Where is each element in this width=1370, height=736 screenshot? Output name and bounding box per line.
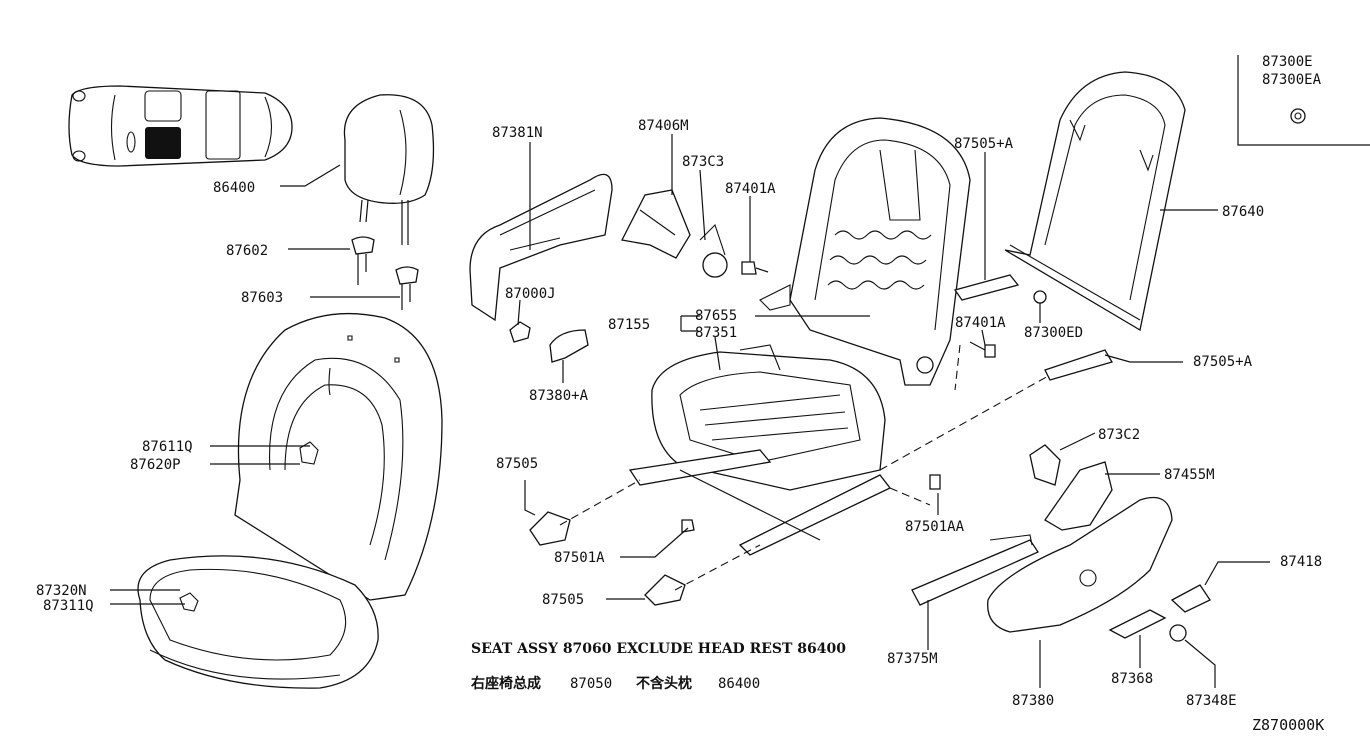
knob-part xyxy=(1108,584,1211,642)
seat-cushion-frame-part xyxy=(651,344,886,491)
inner-finisher-part xyxy=(911,534,1039,606)
seat-side-cover-part xyxy=(987,496,1173,633)
diagram-code: Z870000K xyxy=(1252,716,1324,734)
bolt-part-2 xyxy=(969,341,996,358)
label-87640: 87640 xyxy=(1222,204,1264,220)
bolt-part xyxy=(741,261,769,275)
label-87505-upper: 87505 xyxy=(496,456,538,472)
label-87655: 87655 xyxy=(695,308,737,324)
label-87320n: 87320N xyxy=(36,583,87,599)
recliner-cover-part xyxy=(621,189,691,259)
label-87401a-top: 87401A xyxy=(725,181,776,197)
label-87455m: 87455M xyxy=(1164,467,1215,483)
clip-part xyxy=(509,321,531,343)
seat-assy-note-en: SEAT ASSY 87060 EXCLUDE HEAD REST 86400 xyxy=(471,641,846,657)
label-87155: 87155 xyxy=(608,317,650,333)
label-87602: 87602 xyxy=(226,243,268,259)
label-87381n: 87381N xyxy=(492,125,543,141)
cover-part-873c2 xyxy=(1029,444,1061,486)
label-87300ea: 87300EA xyxy=(1262,72,1322,88)
seat-assy-note-cn-excl: 不含头枕 xyxy=(636,675,692,692)
label-87501aa: 87501AA xyxy=(905,519,965,535)
label-87603: 87603 xyxy=(241,290,283,306)
back-side-cover-part xyxy=(469,173,613,322)
label-87368: 87368 xyxy=(1111,671,1153,687)
label-87505a-top: 87505+A xyxy=(954,136,1014,152)
label-87000j: 87000J xyxy=(505,286,556,302)
label-87300e: 87300E xyxy=(1262,54,1313,70)
label-87505a-right: 87505+A xyxy=(1193,354,1253,370)
label-87375m: 87375M xyxy=(887,651,938,667)
seat-assy-note-cn-num1: 87050 xyxy=(570,676,612,692)
cover-bracket-part xyxy=(549,329,589,363)
label-87351: 87351 xyxy=(695,325,737,341)
label-87348e: 87348E xyxy=(1186,693,1237,709)
label-87611q: 87611Q xyxy=(142,439,193,455)
seat-back-trim-part xyxy=(234,312,443,601)
vehicle-locator-icon xyxy=(68,85,293,167)
leg-cover-parts xyxy=(529,474,941,606)
label-87418: 87418 xyxy=(1280,554,1322,570)
label-87406m: 87406M xyxy=(638,118,689,134)
seat-cushion-trim-part xyxy=(137,555,379,689)
label-87620p: 87620P xyxy=(130,457,181,473)
label-87401a-mid: 87401A xyxy=(955,315,1006,331)
label-87311q: 87311Q xyxy=(43,598,94,614)
seat-assy-note-cn: 右座椅总成 xyxy=(470,675,541,692)
seat-assy-note-cn-num2: 86400 xyxy=(718,676,760,692)
finisher-bracket-part xyxy=(953,274,1113,381)
clip-part-small xyxy=(1033,108,1306,304)
label-87300ed: 87300ED xyxy=(1024,325,1083,341)
label-873c2: 873C2 xyxy=(1098,427,1140,443)
label-87505-lower: 87505 xyxy=(542,592,584,608)
label-87501a: 87501A xyxy=(554,550,605,566)
label-87380a: 87380+A xyxy=(529,388,589,404)
seat-back-board-part xyxy=(1004,71,1186,332)
label-86400: 86400 xyxy=(213,180,255,196)
label-87380: 87380 xyxy=(1012,693,1054,709)
head-rest-part xyxy=(343,94,435,245)
seat-back-frame-part xyxy=(759,117,971,386)
label-873c3: 873C3 xyxy=(682,154,724,170)
recliner-inner-cover-part xyxy=(1044,461,1113,531)
guide-parts xyxy=(351,236,419,310)
